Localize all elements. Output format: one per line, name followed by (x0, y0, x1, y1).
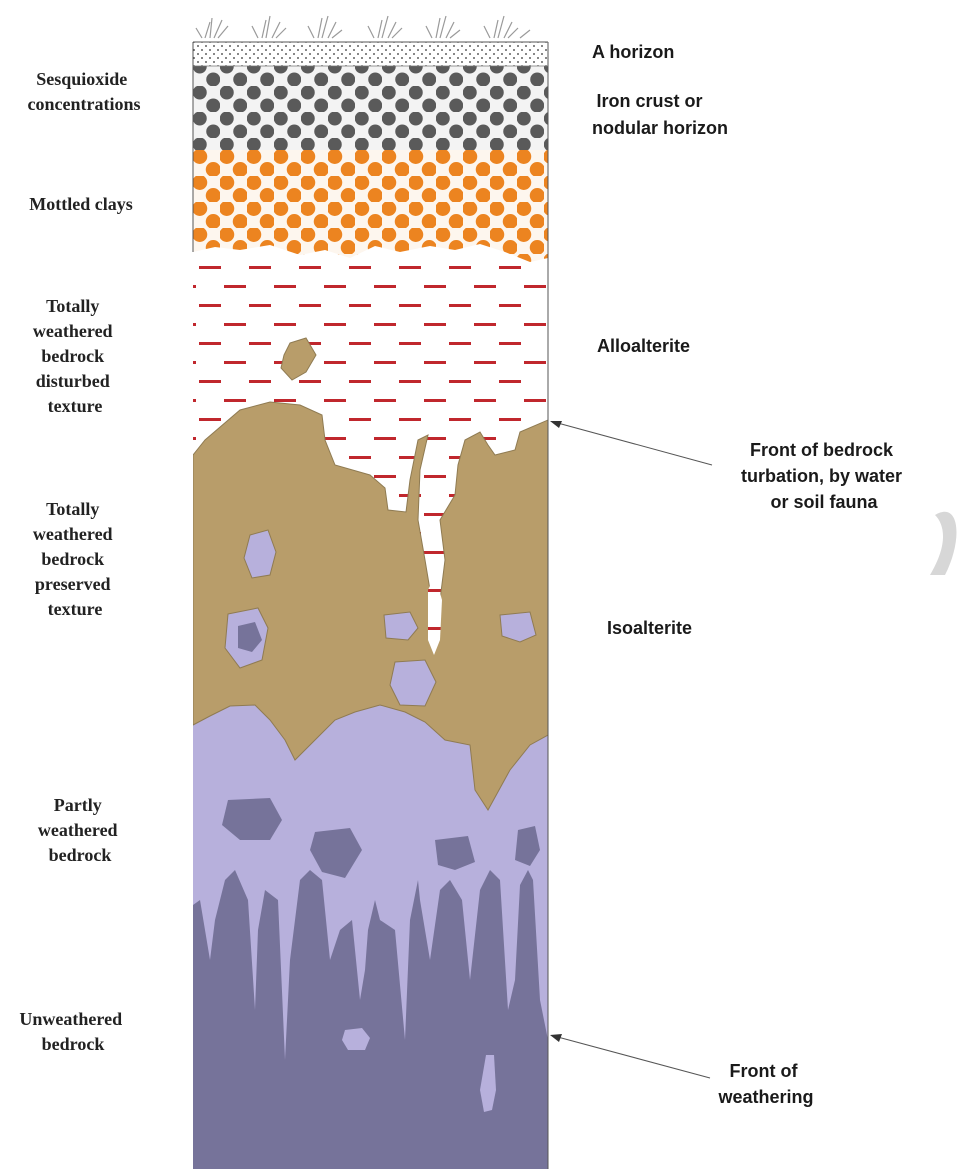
iron-crust-layer (193, 66, 548, 150)
label-totally-weathered-preserved: Totally weathered bedrock preserved text… (33, 499, 117, 619)
label-alloalterite: Alloalterite (597, 336, 690, 356)
label-front-of-bedrock-turbation: Front of bedrock turbation, by water or … (741, 440, 907, 512)
label-totally-weathered-disturbed: Totally weathered bedrock disturbed text… (33, 296, 117, 416)
soil-column (193, 42, 548, 1169)
label-isoalterite: Isoalterite (607, 618, 692, 638)
grass-tufts (196, 16, 530, 38)
mottled-clays-layer (193, 150, 548, 262)
label-iron-crust: Iron crust or nodular horizon (592, 91, 728, 138)
label-a-horizon: A horizon (592, 42, 674, 62)
label-partly-weathered-bedrock: Partly weathered bedrock (38, 795, 122, 865)
weathering-front-arrow (550, 1034, 710, 1078)
turbation-front-arrow (550, 421, 712, 465)
watermark-arc (930, 512, 956, 575)
label-sesquioxide-concentrations: Sesquioxide concentrations (28, 69, 141, 114)
label-front-of-weathering: Front of weathering (717, 1061, 813, 1107)
label-unweathered-bedrock: Unweathered bedrock (19, 1009, 126, 1054)
a-horizon-layer (193, 42, 548, 66)
bedrock-relict (500, 612, 536, 642)
label-mottled-clays: Mottled clays (29, 194, 132, 214)
